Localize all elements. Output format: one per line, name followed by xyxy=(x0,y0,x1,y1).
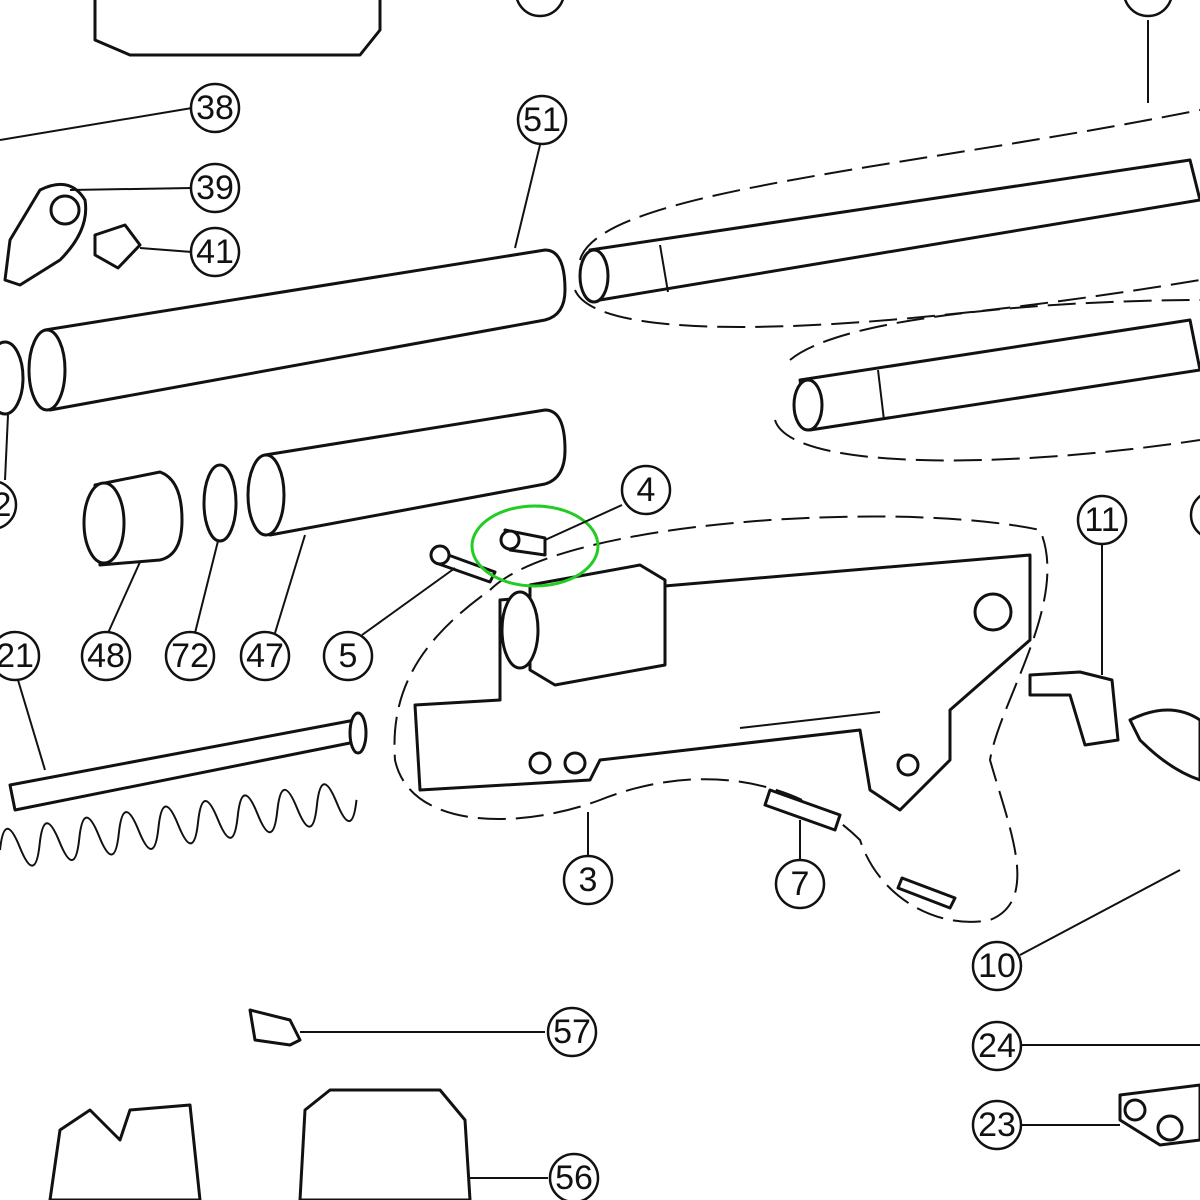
part-41-screw xyxy=(93,223,142,270)
part-barrel-upper-end xyxy=(578,248,610,304)
callout-41: 41 xyxy=(189,226,241,278)
callout-9-partial: 9 xyxy=(1189,494,1200,536)
callout-57: 57 xyxy=(546,1006,598,1058)
svg-text:38: 38 xyxy=(196,89,234,127)
svg-text:5: 5 xyxy=(339,637,358,675)
part-72-oring xyxy=(202,463,238,543)
part-right-spring xyxy=(1128,708,1200,782)
part-11-lever xyxy=(1028,670,1120,747)
callout-3: 3 xyxy=(562,854,614,906)
callout-10: 10 xyxy=(971,940,1023,992)
part-56-magazine xyxy=(298,1088,472,1200)
callout-48: 48 xyxy=(80,630,132,682)
part-51-tube xyxy=(43,248,567,412)
part-57-plug xyxy=(248,1008,302,1047)
part-21-guide-rod xyxy=(8,718,367,812)
part-barrel-upper xyxy=(588,158,1200,302)
part-bottom-grip xyxy=(48,1103,202,1200)
part-pin-small xyxy=(896,876,957,910)
svg-text:4: 4 xyxy=(637,471,656,509)
svg-text:56: 56 xyxy=(555,1159,593,1197)
callout-39: 39 xyxy=(189,162,241,214)
group-outline-barrel-lower xyxy=(574,279,1200,328)
svg-text:21: 21 xyxy=(0,637,34,675)
svg-text:51: 51 xyxy=(523,101,561,139)
callout-47: 47 xyxy=(239,630,291,682)
part-rod-right xyxy=(798,318,1200,432)
leader-lines xyxy=(0,20,1200,1179)
part-frame-block xyxy=(528,563,667,687)
part-47-tube xyxy=(263,408,567,537)
part-top-slide xyxy=(93,0,382,57)
svg-text:23: 23 xyxy=(978,1106,1016,1144)
svg-text:11: 11 xyxy=(1084,501,1119,539)
callout-2-partial: 2 xyxy=(0,481,18,529)
callout-4: 4 xyxy=(620,464,672,516)
callout-23: 23 xyxy=(971,1099,1023,1151)
svg-text:3: 3 xyxy=(579,861,598,899)
callout-51: 51 xyxy=(516,94,568,146)
svg-text:48: 48 xyxy=(87,637,125,675)
part-3-frame xyxy=(413,553,1032,812)
part-oring-left xyxy=(0,340,25,416)
part-7-pin xyxy=(763,788,842,832)
svg-text:7: 7 xyxy=(791,865,810,903)
group-outline-barrel xyxy=(579,109,1200,261)
svg-text:10: 10 xyxy=(978,947,1016,985)
svg-text:39: 39 xyxy=(196,169,234,207)
svg-text:24: 24 xyxy=(978,1027,1016,1065)
callout-5: 5 xyxy=(322,630,374,682)
svg-text:47: 47 xyxy=(246,637,284,675)
svg-text:2: 2 xyxy=(0,486,11,524)
callout-7: 7 xyxy=(774,858,826,910)
svg-text:72: 72 xyxy=(171,637,209,675)
group-outline-frame xyxy=(393,515,1049,923)
callout-24: 24 xyxy=(971,1020,1023,1072)
callout-partial-top xyxy=(516,0,1172,18)
callout-38: 38 xyxy=(189,82,241,134)
callout-72: 72 xyxy=(164,630,216,682)
part-recoil-spring xyxy=(0,783,358,867)
svg-text:41: 41 xyxy=(196,233,234,271)
callout-11: 11 xyxy=(1076,494,1128,546)
callout-56: 56 xyxy=(548,1152,600,1200)
highlight-circle xyxy=(470,504,600,588)
svg-text:57: 57 xyxy=(553,1013,591,1051)
callout-21: 21 xyxy=(0,630,41,682)
